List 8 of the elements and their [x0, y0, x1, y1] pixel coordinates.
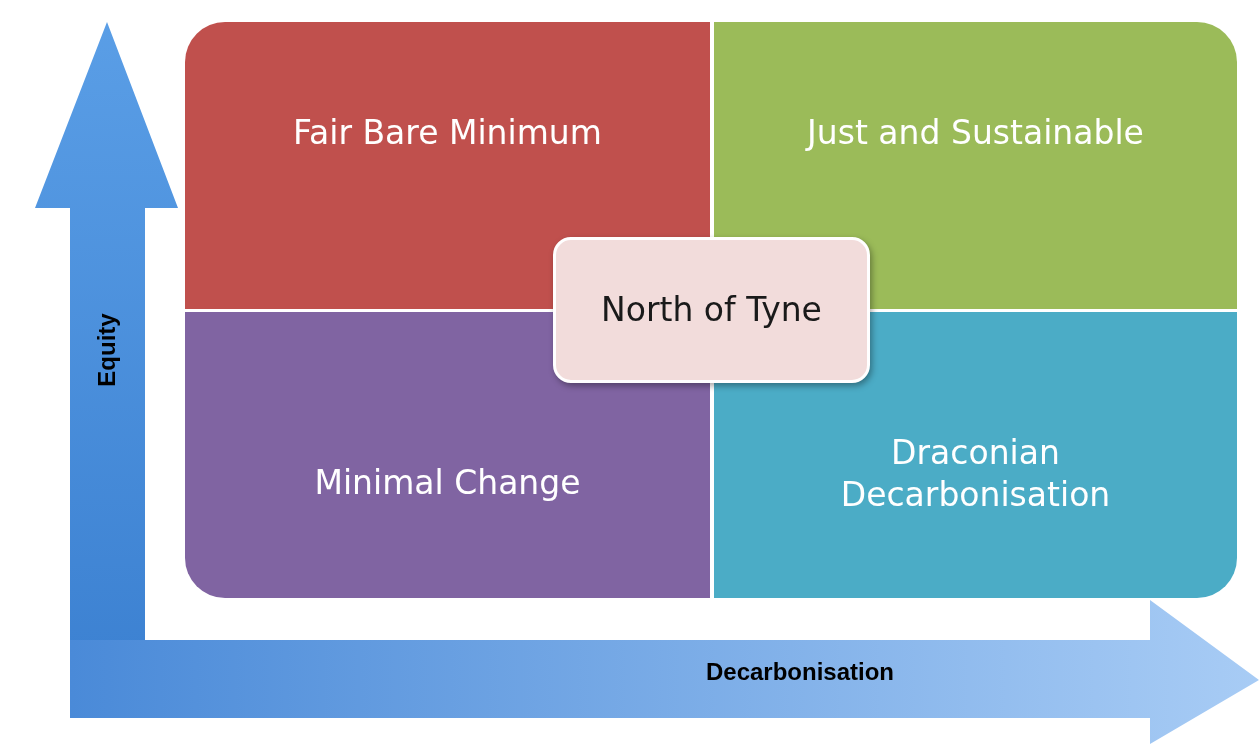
quadrant-label: Minimal Change: [314, 462, 581, 504]
quadrant-label: Draconian Decarbonisation: [839, 432, 1112, 516]
axis-title: Equity: [93, 313, 121, 387]
quadrant-label: North of Tyne: [601, 289, 822, 331]
axis-title: Decarbonisation: [706, 658, 894, 686]
quadrant-label: Fair Bare Minimum: [293, 112, 602, 154]
quadrant-label: Just and Sustainable: [807, 112, 1144, 154]
center-box: [553, 237, 870, 383]
